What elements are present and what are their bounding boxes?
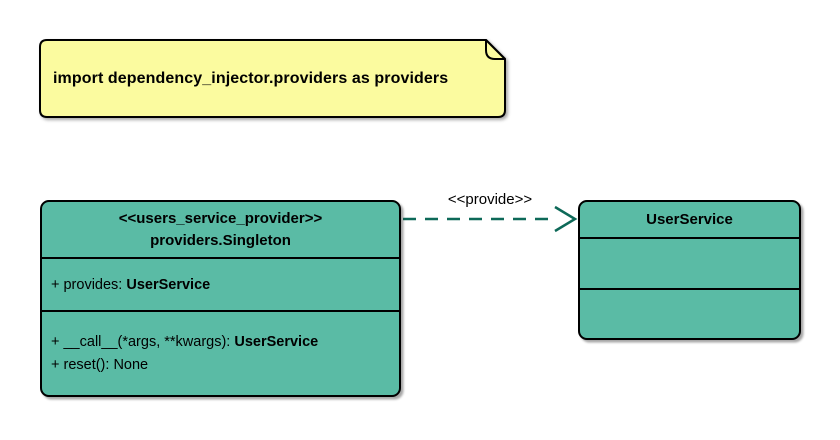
method-line: + reset(): None xyxy=(51,354,399,377)
import-note: import dependency_injector.providers as … xyxy=(40,40,505,118)
class-name: UserService xyxy=(646,210,733,228)
class-methods-section xyxy=(580,288,799,338)
method-line: + __call__(*args, **kwargs): UserService xyxy=(51,331,399,354)
class-box-userservice: UserService xyxy=(578,200,801,340)
provide-edge xyxy=(403,205,578,233)
class-stereotype: <<users_service_provider>> xyxy=(118,209,323,227)
method-text: + __call__(*args, **kwargs): xyxy=(51,333,235,350)
note-fold-corner xyxy=(485,39,506,60)
attribute-type: UserService xyxy=(126,276,211,293)
class-attributes-section xyxy=(580,237,799,288)
attribute-line: + provides: UserService xyxy=(51,277,210,293)
class-box-providers-singleton: <<users_service_provider>> providers.Sin… xyxy=(40,200,401,397)
class-attributes-section: + provides: UserService xyxy=(42,257,399,310)
provide-edge-label: <<provide>> xyxy=(447,191,533,208)
method-type: UserService xyxy=(234,333,319,350)
attribute-text: + provides: xyxy=(51,276,127,293)
provide-arrowhead-icon xyxy=(554,205,578,233)
method-text: + reset(): None xyxy=(51,356,149,373)
class-header: UserService xyxy=(580,202,799,237)
class-header: <<users_service_provider>> providers.Sin… xyxy=(42,202,399,257)
class-name: providers.Singleton xyxy=(150,231,291,249)
note-shape xyxy=(39,39,506,118)
class-methods-section: + __call__(*args, **kwargs): UserService… xyxy=(42,310,399,395)
import-note-text: import dependency_injector.providers as … xyxy=(53,70,449,87)
note-body xyxy=(39,39,506,118)
